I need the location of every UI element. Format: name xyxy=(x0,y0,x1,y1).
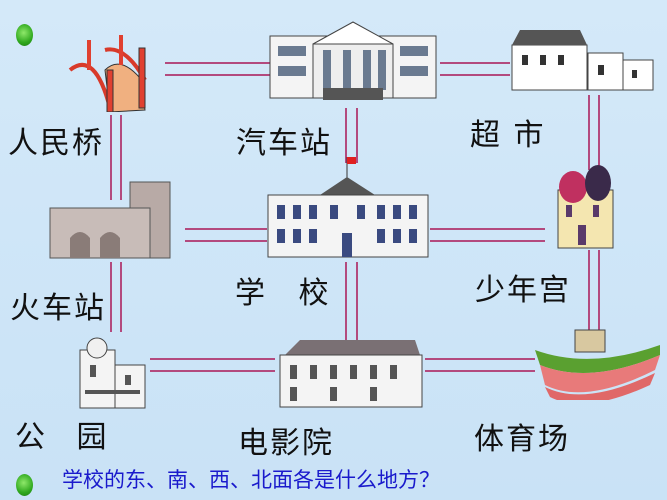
cinema-icon xyxy=(279,340,423,408)
bus-station-icon xyxy=(269,21,437,100)
stadium-icon xyxy=(535,329,660,400)
label-train-station: 火车站 xyxy=(10,291,106,326)
question-text: 学校的东、南、西、北面各是什么地方？ xyxy=(62,468,440,492)
bullet-dot-icon xyxy=(16,24,33,46)
label-park: 公 园 xyxy=(15,420,109,455)
school-icon xyxy=(267,157,429,258)
train-station-icon xyxy=(49,181,171,259)
park-icon xyxy=(79,337,146,409)
label-youth-palace: 少年宫 xyxy=(475,273,571,308)
bridge-icon xyxy=(68,35,147,112)
label-supermarket: 超 市 xyxy=(470,118,546,153)
label-cinema: 电影院 xyxy=(238,426,334,461)
bullet-dot-icon xyxy=(16,474,33,496)
youth-palace-icon xyxy=(557,165,614,249)
label-stadium: 体育场 xyxy=(474,422,570,457)
supermarket-icon xyxy=(511,30,654,91)
label-bridge: 人民桥 xyxy=(8,126,104,161)
label-bus-station: 汽车站 xyxy=(236,126,332,161)
label-school: 学 校 xyxy=(235,276,331,311)
